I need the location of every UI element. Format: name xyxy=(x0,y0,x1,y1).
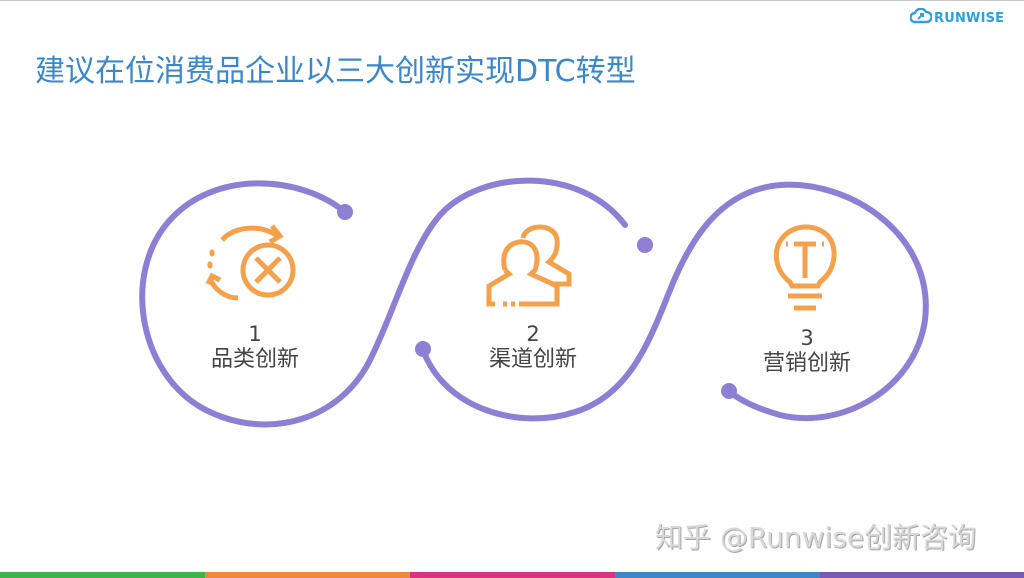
top-rule xyxy=(0,0,1024,1)
step-number: 2 xyxy=(526,322,540,346)
stripe-pink xyxy=(410,572,615,578)
logo-text: RUNWISE xyxy=(934,10,1005,26)
stripe-purple xyxy=(820,572,1024,578)
step-1: 1 品类创新 xyxy=(175,322,335,374)
page-title: 建议在位消费品企业以三大创新实现DTC转型 xyxy=(35,54,636,89)
cloud-icon xyxy=(909,7,933,28)
stripe-green xyxy=(0,572,205,578)
brand-logo: RUNWISE xyxy=(909,7,1005,28)
lightbulb-icon xyxy=(770,222,840,322)
step-2: 2 渠道创新 xyxy=(453,322,613,374)
watermark: 知乎 @Runwise创新咨询 xyxy=(655,521,977,554)
stripe-blue xyxy=(615,572,820,578)
step-number: 3 xyxy=(800,326,814,350)
step-number: 1 xyxy=(248,322,262,346)
step-label: 渠道创新 xyxy=(488,347,577,372)
step-label: 品类创新 xyxy=(210,347,299,372)
step-3: 3 营销创新 xyxy=(727,326,887,378)
users-icon xyxy=(485,218,580,314)
stripe-orange xyxy=(205,572,410,578)
category-refresh-icon xyxy=(200,218,305,312)
step-label: 营销创新 xyxy=(762,351,851,376)
